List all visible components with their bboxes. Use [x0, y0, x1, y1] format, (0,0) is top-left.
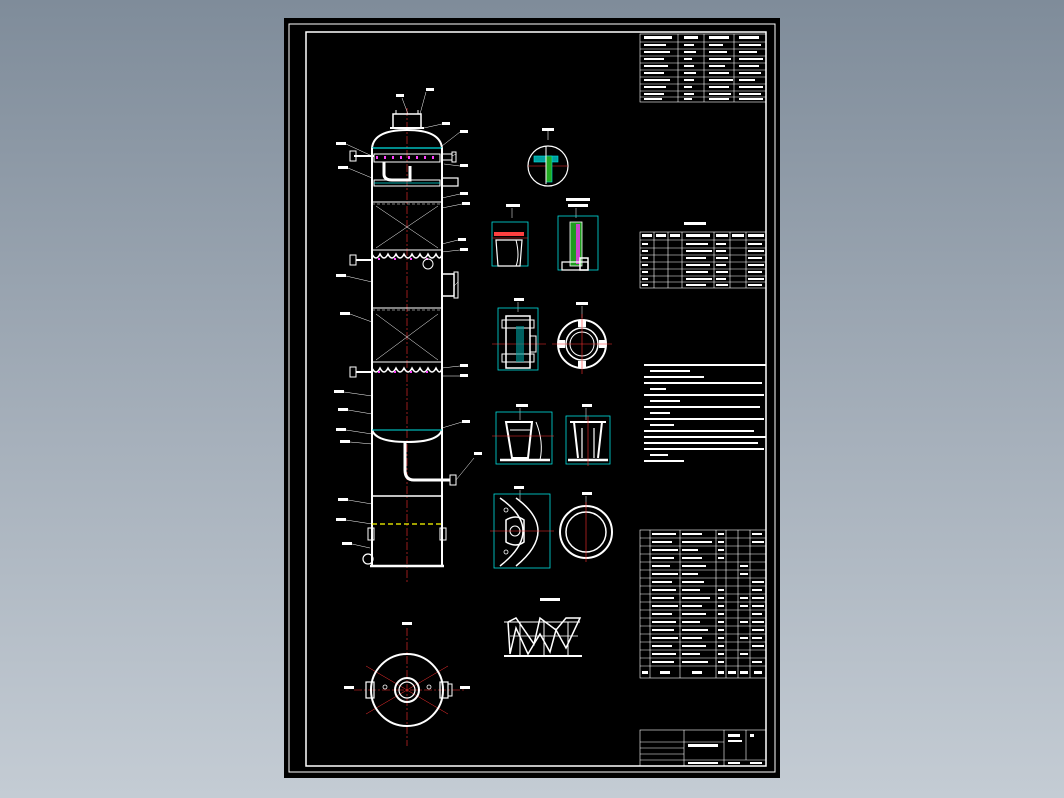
detail-view-4 — [492, 298, 546, 371]
parts-list — [639, 529, 767, 679]
detail-view-9 — [559, 492, 613, 562]
tower-elevation — [334, 88, 482, 583]
detail-view-1 — [527, 128, 569, 187]
tower-plan-view — [344, 622, 470, 746]
redistributor-2 — [371, 366, 443, 373]
nozzle-table — [639, 231, 767, 289]
drawing-sheet — [284, 18, 780, 778]
detail-view-5 — [552, 302, 612, 374]
detail-view-3 — [557, 198, 599, 271]
detail-view-6 — [492, 404, 554, 465]
nozzle-table-text — [642, 234, 764, 286]
nozzle-table-title-mark — [684, 222, 706, 225]
detail-view-8 — [490, 486, 554, 569]
inner-frame — [305, 31, 767, 767]
cad-drawing — [288, 23, 776, 773]
title-block — [639, 729, 767, 767]
redistributor-1 — [371, 252, 443, 259]
bottom-head — [371, 429, 443, 444]
detail-view-2 — [491, 204, 529, 267]
technical-data-table-text — [644, 36, 763, 100]
title-block-text — [688, 734, 762, 764]
detail-view-10 — [504, 598, 582, 657]
technical-notes — [644, 364, 766, 462]
parts-list-text — [642, 533, 764, 674]
technical-data-table — [639, 33, 767, 103]
top-head — [371, 128, 443, 149]
outer-frame — [288, 23, 776, 773]
detail-view-7 — [565, 404, 611, 466]
